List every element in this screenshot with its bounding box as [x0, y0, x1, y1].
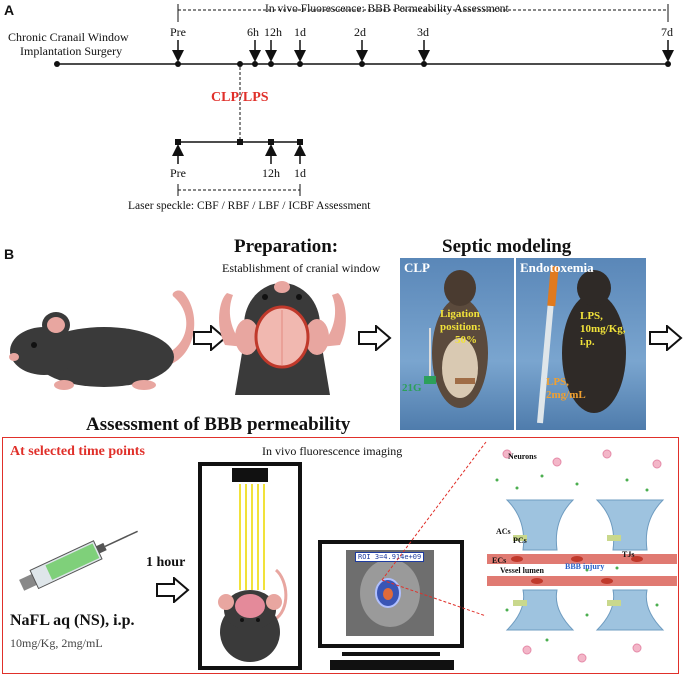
laser-timepoint-12h: 12h [262, 166, 280, 180]
preparation-title: Preparation: [234, 236, 339, 257]
septic-title: Septic modeling [442, 236, 572, 257]
preparation-subtitle: Establishment of cranial window [222, 261, 381, 275]
endotoxemia-label: Endotoxemia [520, 260, 594, 275]
syringe-illustration [19, 530, 138, 591]
main-timeline-dots [54, 61, 671, 67]
nafl-label: NaFL aq (NS), i.p. [10, 612, 135, 629]
neurons-label: Neurons [508, 452, 537, 461]
laser-timepoint-pre: Pre [170, 166, 186, 180]
surgery-label-line1: Chronic Cranail Window [8, 30, 129, 44]
lps-dose-line1: LPS, [580, 310, 603, 322]
vessel-lumen-label: Vessel lumen [500, 566, 544, 575]
mouse-illustration [9, 290, 195, 390]
acs-label: ACs [496, 527, 511, 536]
lps-dose-line3: i.p. [580, 336, 595, 348]
flow-arrow-4 [156, 577, 190, 603]
laser-timepoint-1d: 1d [294, 166, 306, 180]
timepoint-3d: 3d [417, 25, 429, 39]
ligation-line3: 50% [455, 334, 477, 346]
clp-label: CLP [404, 260, 430, 275]
assessment-box [2, 437, 679, 674]
ligation-line1: Ligation [440, 308, 480, 320]
selected-time-label: At selected time points [10, 444, 145, 459]
ligation-line2: position: [440, 321, 481, 333]
bbb-injury-label: BBB injury [565, 562, 605, 571]
clp-photo: CLP Ligation position: 50% 21G [400, 258, 514, 430]
flow-arrow-3 [649, 325, 683, 351]
panel-a-label: A [4, 2, 15, 18]
callout-lines [381, 441, 487, 617]
ecs-label: ECs [492, 556, 507, 565]
timepoint-12h: 12h [264, 25, 282, 39]
laser-bracket [177, 184, 301, 196]
laser-footer: Laser speckle: CBF / RBF / LBF / ICBF As… [128, 200, 371, 212]
main-timeline-arrows [172, 40, 674, 62]
timepoint-2d: 2d [354, 25, 366, 39]
lps-conc-line2: 2mg/mL [546, 389, 586, 401]
nafl-dose: 10mg/Kg, 2mg/mL [10, 636, 103, 650]
lps-dose-line2: 10mg/Kg, [580, 323, 626, 335]
bbb-schematic [487, 440, 677, 672]
assessment-title: Assessment of BBB permeability [86, 414, 351, 435]
imaging-chamber [198, 462, 302, 670]
tjs-label: TJs [622, 550, 635, 559]
flow-arrow-1 [193, 325, 227, 351]
invivo-bracket [177, 4, 669, 22]
timepoint-pre: Pre [170, 25, 186, 39]
needle-label: 21G [402, 382, 422, 394]
lps-conc-line1: LPS, [546, 376, 569, 388]
surgery-label-line2: Implantation Surgery [20, 44, 123, 58]
timepoint-1d: 1d [294, 25, 306, 39]
laser-arrows [172, 144, 306, 164]
flow-arrow-2 [358, 325, 392, 351]
cranial-window-mouse [219, 281, 346, 395]
endotoxemia-photo: Endotoxemia LPS, 10mg/Kg, i.p. LPS, 2mg/… [516, 258, 646, 430]
imaging-label: In vivo fluorescence imaging [262, 444, 403, 458]
timepoint-6h: 6h [247, 25, 259, 39]
one-hour-label: 1 hour [146, 555, 186, 570]
panel-a-timeline [54, 4, 674, 196]
pcs-label: PCs [513, 536, 527, 545]
laser-timeline-squares [175, 139, 303, 145]
invivo-header: In vivo Fluorescence: BBB Permeability A… [262, 3, 512, 15]
timepoint-7d: 7d [661, 25, 673, 39]
panel-b-label: B [4, 246, 15, 262]
roi-readout: ROI 3=4.914e+09 [355, 552, 425, 562]
